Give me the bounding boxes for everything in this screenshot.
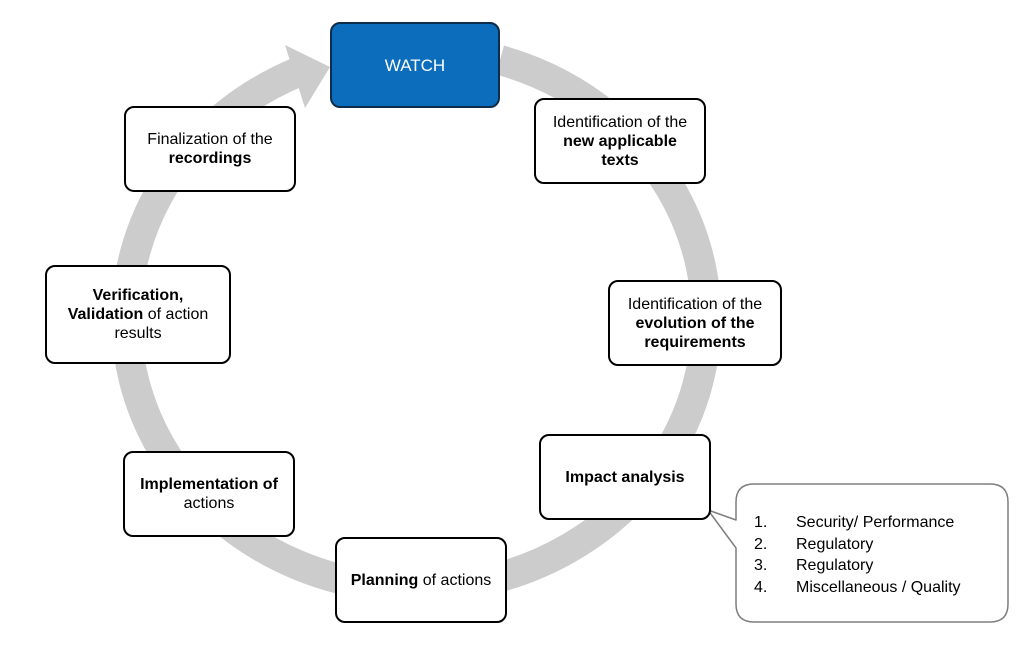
impact-category-item: 4. Miscellaneous / Quality [754,577,961,599]
step-label: Finalization of the recordings [147,131,273,167]
step-verification: Verification, Validation of action resul… [45,265,231,364]
step-label: Verification, Validation of action resul… [67,287,209,342]
impact-categories-list: 1. Security/ Performance 2. Regulatory 3… [754,512,961,598]
list-number: 2. [754,535,768,553]
step-identification-evolution: Identification of the evolution of the r… [608,280,782,366]
step-identification-new-texts: Identification of the new applicable tex… [534,98,706,184]
impact-category-item: 1. Security/ Performance [754,512,961,534]
list-label: Miscellaneous / Quality [796,578,961,596]
step-label: Planning of actions [350,571,492,589]
step-impact-analysis: Impact analysis [539,434,711,520]
step-label: Identification of the evolution of the r… [627,295,763,351]
list-label: Regulatory [796,557,874,574]
list-number: 4. [754,578,768,596]
list-label: Regulatory [796,535,874,553]
step-label: Impact analysis [565,468,685,486]
step-watch: WATCH [330,22,500,108]
impact-category-item: 3. Regulatory [754,555,961,577]
list-number: 1. [754,514,768,531]
step-label: Implementation of actions [140,476,278,512]
cycle-arrow-head [285,45,330,108]
step-planning: Planning of actions [335,537,507,623]
step-implementation: Implementation of actions [123,451,295,537]
list-label: Security/ Performance [796,514,955,531]
step-label: WATCH [384,55,446,75]
impact-category-item: 2. Regulatory [754,534,961,556]
step-finalization: Finalization of the recordings [124,106,296,192]
list-number: 3. [754,557,768,574]
step-label: Identification of the new applicable tex… [552,113,688,169]
